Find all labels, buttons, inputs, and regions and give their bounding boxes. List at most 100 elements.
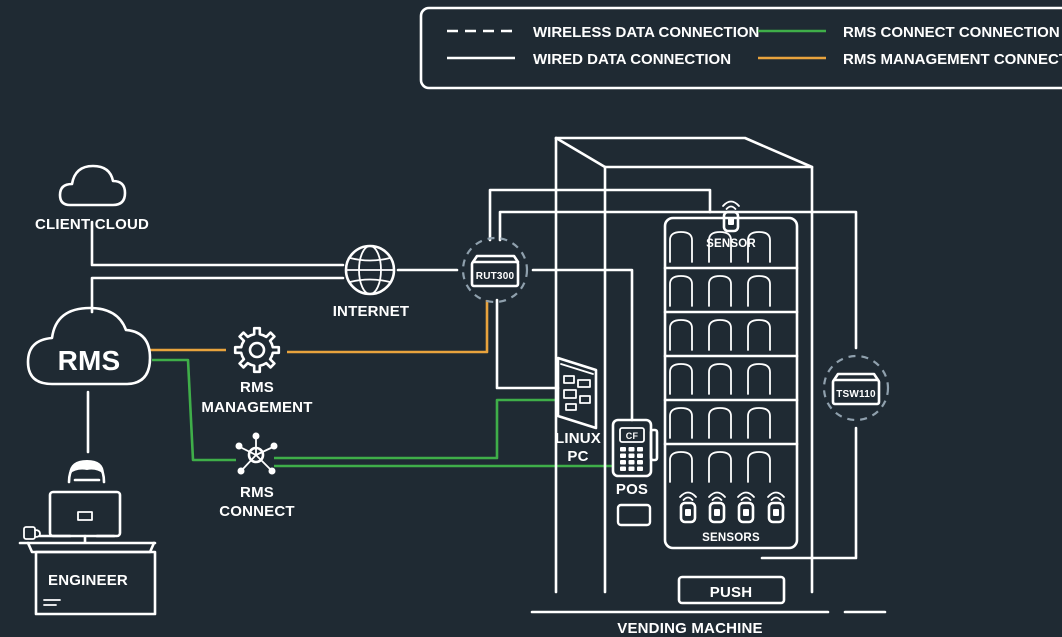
connect-hub-linux-pc (274, 398, 558, 460)
sensors-group (679, 491, 785, 524)
wire-router-linux-pc (495, 298, 560, 390)
pos-terminal-icon: CF (611, 418, 659, 478)
sensor-icon (722, 200, 740, 233)
bottle-slot (669, 363, 693, 395)
legend-box (419, 6, 1062, 90)
sensor-icon (708, 491, 726, 524)
bottle-slot (747, 363, 771, 395)
client-cloud-label: CLIENT CLOUD (35, 216, 149, 233)
pos-key (620, 460, 626, 465)
rms-cloud: RMS (26, 306, 152, 386)
sensors-bottom: SENSORS (679, 491, 785, 544)
bottle-slot (708, 275, 732, 307)
rms-connect-label-1: RMS (240, 484, 274, 501)
bottle-slot (669, 231, 693, 263)
machine-top-edge (554, 136, 814, 169)
bottle-slot (669, 275, 693, 307)
pos-label: POS (616, 481, 648, 498)
pos-key (628, 447, 635, 452)
router-icon (470, 254, 520, 288)
linux-pc-label-2: PC (567, 448, 588, 465)
pos-keypad (620, 447, 643, 471)
connect-rms-hub (152, 358, 236, 462)
wire-router-sensor (488, 188, 712, 242)
sensor-icon (679, 491, 697, 524)
rut300-router: RUT300 (461, 236, 529, 304)
tsw110-switch: TSW110 (822, 354, 890, 422)
rms-management-label-2: MANAGEMENT (201, 399, 312, 416)
wireless-ring (461, 236, 529, 304)
internet: INTERNET (333, 244, 410, 320)
engineer-icon (18, 460, 157, 616)
rms-management: RMS MANAGEMENT (201, 326, 312, 416)
bottle-slot (747, 451, 771, 483)
rms-connect: RMS CONNECT (219, 432, 295, 520)
pos-key (637, 453, 643, 458)
bottle-slot (669, 451, 693, 483)
pos-key (637, 460, 643, 465)
sensor-icon (767, 491, 785, 524)
machine-shelves (663, 231, 799, 483)
network-hub-icon (235, 432, 278, 475)
pos-key (620, 447, 626, 452)
internet-label: INTERNET (333, 303, 410, 320)
pos-key (628, 460, 635, 465)
bottle-slot (708, 231, 732, 263)
pos-key (620, 453, 626, 458)
rut300-label: RUT300 (476, 271, 515, 282)
sensor-top: SENSOR (706, 200, 756, 250)
cloud-icon (26, 306, 152, 386)
vending-machine: PUSH VENDING MACHINE (530, 136, 887, 637)
machine-front-frame (603, 165, 814, 594)
bottle-slot (708, 363, 732, 395)
pos: CF POS (611, 418, 659, 498)
legend: WIRELESS DATA CONNECTION WIRED DATA CONN… (419, 6, 1062, 90)
wire-router-pos (531, 268, 634, 422)
bottle-slot (708, 319, 732, 351)
wire-rms-internet (90, 276, 345, 314)
coin-slot (616, 503, 652, 527)
push-button-frame (677, 575, 786, 605)
globe-icon (344, 244, 396, 296)
connections (86, 188, 858, 560)
cloud-icon (58, 164, 127, 207)
sensor-icon (722, 200, 740, 233)
legend-wired-text: WIRED DATA CONNECTION (533, 51, 731, 68)
pos-key (628, 453, 635, 458)
bottle-slot (747, 319, 771, 351)
legend-rms-connect-text: RMS CONNECT CONNECTION (843, 24, 1060, 41)
wire-router-switch (498, 210, 858, 350)
pos-key (628, 466, 635, 471)
wireless-ring (822, 354, 890, 422)
bottle-slot (669, 407, 693, 439)
wire-client-cloud-internet (90, 220, 345, 267)
linux-pc: LINUX PC (555, 356, 601, 465)
management-gear-router (287, 300, 489, 354)
bottle-slot (708, 407, 732, 439)
engineer: ENGINEER (18, 460, 157, 616)
client-cloud: CLIENT CLOUD (35, 164, 149, 233)
rms-management-label-1: RMS (240, 379, 274, 396)
push-label: PUSH (710, 584, 752, 601)
engineer-label: ENGINEER (48, 572, 128, 589)
wire-switch-sensors (760, 426, 858, 560)
pos-key (637, 466, 643, 471)
tsw110-label: TSW110 (836, 389, 876, 400)
legend-rms-management-text: RMS MANAGEMENT CONNECTION (843, 51, 1062, 68)
vending-machine-label: VENDING MACHINE (617, 620, 763, 637)
machine-top-bevel (554, 136, 607, 169)
rms-connect-label-2: CONNECT (219, 503, 295, 520)
legend-wireless-text: WIRELESS DATA CONNECTION (533, 24, 759, 41)
linux-pc-icon (556, 356, 598, 430)
pos-card-text: CF (626, 431, 639, 441)
linux-pc-label-1: LINUX (555, 430, 601, 447)
rms-label: RMS (58, 345, 121, 376)
pos-key (637, 447, 643, 452)
pos-key (620, 466, 626, 471)
bottle-slot (669, 319, 693, 351)
bottle-slot (747, 231, 771, 263)
switch-icon (831, 372, 881, 406)
bottle-slot (747, 407, 771, 439)
